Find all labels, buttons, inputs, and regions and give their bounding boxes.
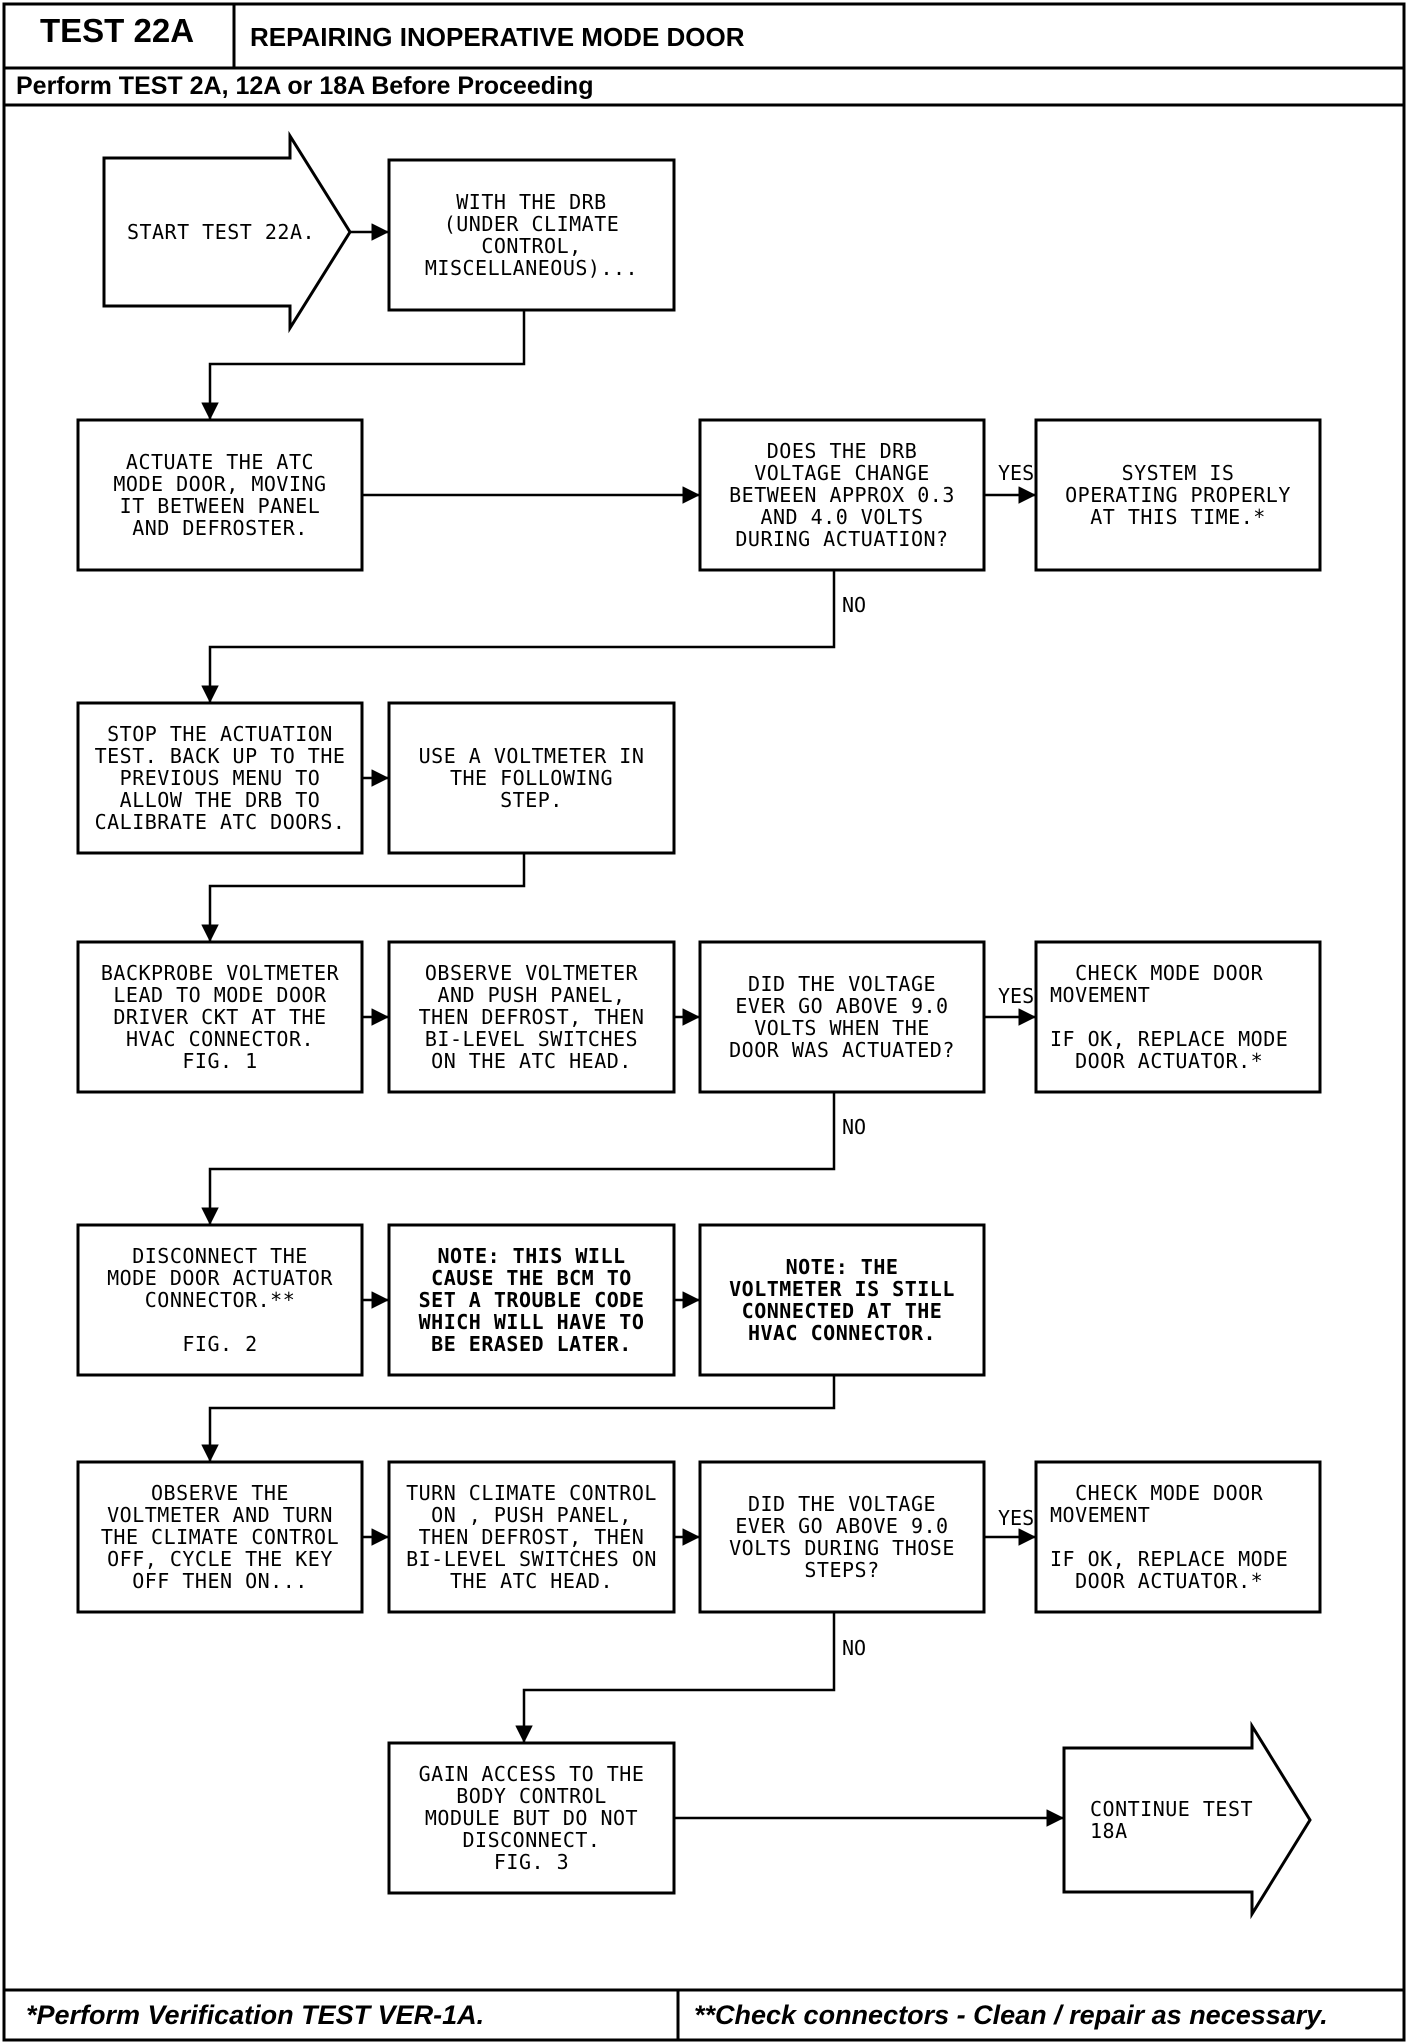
yes-label-3: YES (998, 1506, 1035, 1530)
connector-drb-to-actuate (201, 310, 526, 420)
footer-verification-note: *Perform Verification TEST VER-1A. (26, 2000, 485, 2030)
gain-access-text: GAIN ACCESS TO THE BODY CONTROL MODULE B… (418, 1762, 645, 1874)
connector-question-1-no (201, 1092, 836, 1225)
box-observe-turn (76, 1460, 364, 1614)
no-label-3: NO (842, 1636, 867, 1660)
page-title: REPAIRING INOPERATIVE MODE DOOR (250, 22, 745, 52)
no-label-1: NO (842, 593, 867, 617)
note-bcm-text: NOTE: THIS WILL CAUSE THE BCM TO SET A T… (418, 1244, 645, 1356)
no-label-2: NO (842, 1115, 867, 1139)
box-check-mode-1 (1034, 940, 1322, 1094)
page-subtitle: Perform TEST 2A, 12A or 18A Before Proce… (16, 72, 594, 100)
observe-push-text: OBSERVE VOLTMETER AND PUSH PANEL, THEN D… (418, 961, 645, 1073)
use-voltmeter-text: USE A VOLTMETER IN THE FOLLOWING STEP. (418, 744, 645, 812)
start-label: START TEST 22A. (126, 220, 316, 244)
voltage-question-1-text: DID THE VOLTAGE EVER GO ABOVE 9.0 VOLTS … (729, 972, 955, 1062)
check-mode-2-text: CHECK MODE DOOR MOVEMENT IF OK, REPLACE … (1050, 1481, 1289, 1593)
box-note-bcm (387, 1223, 676, 1377)
box-voltage-question-1 (698, 940, 986, 1094)
test-id: TEST 22A (40, 12, 195, 49)
connector-question-2-no (515, 1612, 836, 1743)
footer-connector-note: **Check connectors - Clean / repair as n… (694, 2000, 1328, 2030)
box-backprobe (76, 940, 364, 1094)
backprobe-text: BACKPROBE VOLTMETER LEAD TO MODE DOOR DR… (100, 961, 340, 1073)
turn-climate-text: TURN CLIMATE CONTROL ON , PUSH PANEL, TH… (406, 1481, 657, 1593)
drb-text: WITH THE DRB (UNDER CLIMATE CONTROL, MIS… (424, 190, 639, 280)
box-system-ok (1034, 418, 1322, 572)
box-drb (387, 158, 676, 312)
continue-label: CONTINUE TEST 18A (1090, 1797, 1254, 1843)
continue-arrow-shape (1062, 1720, 1312, 1920)
yes-label-1: YES (998, 461, 1035, 485)
box-note-voltmeter (698, 1223, 986, 1377)
box-observe-push (387, 940, 676, 1094)
box-actuate (76, 418, 364, 572)
start-arrow-shape (102, 130, 352, 334)
disconnect-text: DISCONNECT THE MODE DOOR ACTUATOR CONNEC… (107, 1244, 333, 1356)
check-mode-1-text: CHECK MODE DOOR MOVEMENT IF OK, REPLACE … (1050, 961, 1289, 1073)
connector-question-no (201, 570, 836, 703)
connector-use-to-backprobe (201, 853, 526, 942)
system-ok-text: SYSTEM IS OPERATING PROPERLY AT THIS TIM… (1065, 461, 1291, 529)
actuate-text: ACTUATE THE ATC MODE DOOR, MOVING IT BET… (113, 450, 327, 540)
observe-turn-text: OBSERVE THE VOLTMETER AND TURN THE CLIMA… (100, 1481, 340, 1593)
box-disconnect (76, 1223, 364, 1377)
note-voltmeter-text: NOTE: THE VOLTMETER IS STILL CONNECTED A… (729, 1255, 955, 1345)
yes-label-2: YES (998, 984, 1035, 1008)
drb-voltage-question-text: DOES THE DRB VOLTAGE CHANGE BETWEEN APPR… (729, 439, 955, 551)
stop-actuation-text: STOP THE ACTUATION TEST. BACK UP TO THE … (94, 722, 346, 834)
voltage-question-2-text: DID THE VOLTAGE EVER GO ABOVE 9.0 VOLTS … (729, 1492, 955, 1582)
box-check-mode-2 (1034, 1460, 1322, 1614)
box-use-voltmeter (387, 701, 676, 855)
box-stop-actuation (76, 701, 364, 855)
connector-note-to-observe-turn (201, 1375, 836, 1462)
